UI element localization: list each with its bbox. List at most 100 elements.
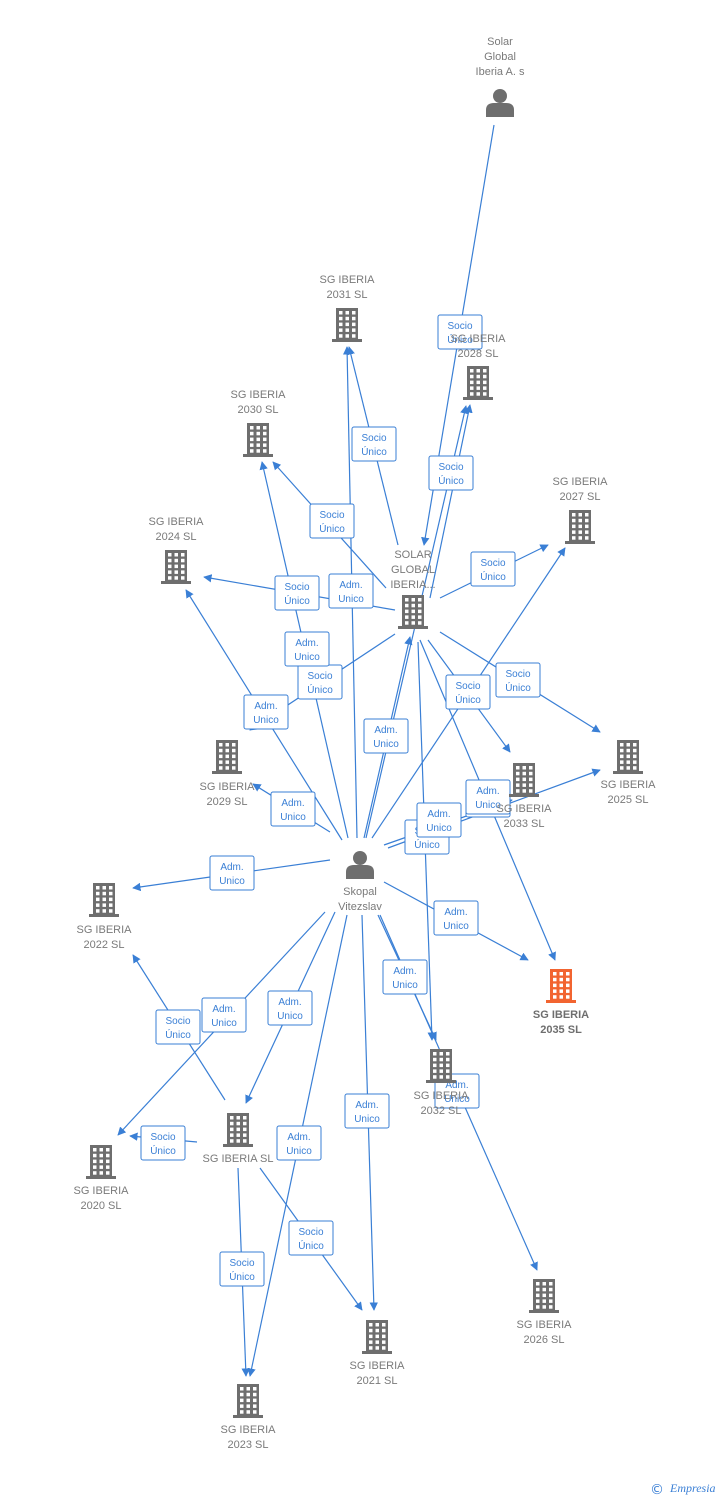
edge-label-box (219, 1251, 265, 1287)
node-sg2030[interactable]: SG IBERIA 2030 SL (230, 389, 286, 457)
edge-label-box (495, 662, 541, 698)
edge-label-text: Unico (338, 594, 364, 605)
node-label: 2020 SL (81, 1200, 122, 1212)
node-label: 2026 SL (524, 1334, 565, 1346)
edge-label-skopal-to-sg2023[interactable]: Adm.Unico (276, 1125, 322, 1161)
node-label: 2027 SL (560, 491, 601, 503)
edge-label-box (433, 900, 479, 936)
edge-label-text: Adm. (287, 1132, 310, 1143)
edge-label-text: Adm. (212, 1004, 235, 1015)
node-label: SG IBERIA (349, 1360, 405, 1372)
edge-label-text: Adm. (476, 786, 499, 797)
edge-label-text: Socio (447, 321, 472, 332)
node-label: SG IBERIA (516, 1319, 572, 1331)
edge-label-text: Socio (165, 1016, 190, 1027)
node-label: 2024 SL (156, 531, 197, 543)
edge-label-text: Único (307, 683, 333, 696)
edge-label-skopal-to-sg2033[interactable]: Adm.Unico (416, 802, 462, 838)
edge-label-text: Unico (253, 715, 279, 726)
node-label: 2028 SL (458, 348, 499, 360)
node-sg2028[interactable]: SG IBERIA 2028 SL (450, 333, 506, 400)
edge-label-box (201, 997, 247, 1033)
node-sgsl[interactable]: SG IBERIA SL (203, 1113, 274, 1165)
edge-label-skopal-to-sg2020[interactable]: Adm.Unico (201, 997, 247, 1033)
building-icon (243, 423, 273, 457)
edge-label-box (344, 1093, 390, 1129)
edge-label-skopal-to-solar_sl[interactable]: Adm.Unico (363, 718, 409, 754)
edge-label-skopal-to-sg2035[interactable]: Adm.Unico (433, 900, 479, 936)
node-solar_sl[interactable]: SOLARGLOBALIBERIA... (390, 549, 436, 629)
edge-label-box (155, 1009, 201, 1045)
node-label: SG IBERIA (600, 779, 656, 791)
edge-label-text: Único (480, 570, 506, 583)
edge-label-text: Unico (354, 1114, 380, 1125)
node-label: SG IBERIA SL (203, 1153, 274, 1165)
building-icon (89, 883, 119, 917)
building-icon (613, 740, 643, 774)
building-icon (223, 1113, 253, 1147)
person-icon (486, 89, 514, 117)
edge-label-skopal-to-sgsl[interactable]: Adm.Unico (267, 990, 313, 1026)
edge-label-text: Adm. (445, 1080, 468, 1091)
edge-label-skopal-to-sg2031[interactable]: Adm.Unico (328, 573, 374, 609)
node-label: SG IBERIA (230, 389, 286, 401)
edge-label-text: Socio (229, 1258, 254, 1269)
edge-label-text: Socio (455, 681, 480, 692)
edge-label-text: Único (361, 445, 387, 458)
node-label: 2030 SL (238, 404, 279, 416)
edge-label-text: Socio (438, 462, 463, 473)
empresia-logo[interactable]: Empresia (669, 1481, 716, 1495)
edge-label-skopal-to-sg2021[interactable]: Adm.Unico (344, 1093, 390, 1129)
edge-label-skopal-to-sg2032[interactable]: Adm.Unico (382, 959, 428, 995)
edge-label-text: Unico (426, 823, 452, 834)
edge-label-text: Socio (150, 1132, 175, 1143)
edge-label-text: Adm. (220, 862, 243, 873)
node-sg2026[interactable]: SG IBERIA 2026 SL (516, 1279, 572, 1346)
node-label: 2029 SL (207, 796, 248, 808)
edge-label-skopal-to-sg2030[interactable]: Adm.Unico (284, 631, 330, 667)
edge-label-skopal-to-sg2022[interactable]: Adm.Unico (209, 855, 255, 891)
building-icon (332, 308, 362, 342)
edge-label-text: Adm. (295, 638, 318, 649)
node-label: SG IBERIA (450, 333, 506, 345)
node-label: SG IBERIA (533, 1009, 589, 1021)
edge-label-text: Adm. (444, 907, 467, 918)
edge-label-skopal-to-sg2024[interactable]: Adm.Unico (243, 694, 289, 730)
edge-label-text: Unico (392, 980, 418, 991)
edge-label-skopal-to-sg2029[interactable]: Adm.Unico (270, 791, 316, 827)
edge-label-box (470, 551, 516, 587)
edge-label-text: Socio (298, 1227, 323, 1238)
edge-label-text: Unico (444, 1094, 470, 1105)
edge-label-box (445, 674, 491, 710)
node-label: Skopal (343, 886, 377, 898)
edge-label-text: Único (229, 1270, 255, 1283)
